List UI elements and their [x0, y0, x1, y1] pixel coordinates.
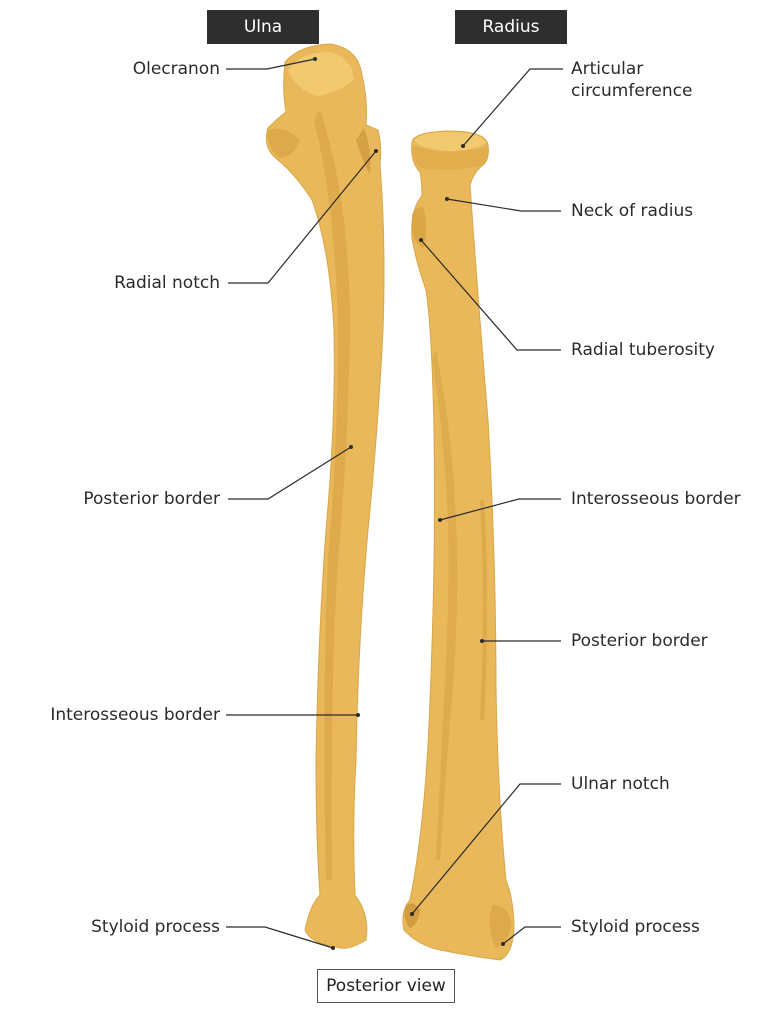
leader-radial-notch	[228, 150, 377, 284]
label-radius-styloid-process: Styloid process	[571, 917, 700, 937]
dot-radius-posterior-border	[480, 639, 484, 643]
label-articular-circumference-line2: circumference	[571, 81, 693, 101]
leader-dots	[313, 57, 505, 950]
label-articular-circumference: Articular circumference	[571, 58, 692, 102]
radius-head-band	[412, 145, 489, 170]
dot-radius-styloid-process	[501, 942, 505, 946]
ulna-olecranon-highlight	[288, 52, 354, 96]
radius-header: Radius	[455, 10, 567, 44]
ulna-header: Ulna	[207, 10, 319, 44]
label-ulna-posterior-border: Posterior border	[83, 489, 220, 509]
label-neck-of-radius: Neck of radius	[571, 201, 694, 221]
leader-lines	[226, 58, 563, 949]
dot-radial-notch	[374, 149, 378, 153]
leader-articular-circumference	[462, 68, 563, 147]
dot-olecranon	[313, 57, 317, 61]
radius-bone	[402, 130, 515, 961]
leader-ulnar-notch	[411, 783, 561, 915]
ulna-shape	[265, 43, 385, 949]
label-radial-tuberosity: Radial tuberosity	[571, 340, 715, 360]
dot-ulna-styloid-process	[331, 946, 335, 950]
radius-shape	[402, 130, 515, 961]
ulna-notch-shadow	[356, 128, 371, 175]
leader-radius-interosseous-border	[439, 498, 561, 521]
dot-ulna-posterior-border	[349, 445, 353, 449]
radius-border-shadow	[480, 500, 487, 720]
label-ulna-interosseous-border: Interosseous border	[50, 705, 220, 725]
label-radial-notch: Radial notch	[114, 273, 220, 293]
dot-radius-interosseous-border	[438, 518, 442, 522]
label-ulnar-notch: Ulnar notch	[571, 774, 670, 794]
dot-ulna-interosseous-border	[356, 713, 360, 717]
radius-styloid-shadow	[489, 905, 512, 948]
dot-neck-of-radius	[445, 197, 449, 201]
radius-shaft-shadow	[432, 350, 458, 860]
leader-ulna-posterior-border	[228, 446, 352, 500]
leader-neck-of-radius	[446, 198, 561, 212]
radius-tuberosity	[412, 207, 426, 248]
dot-radial-tuberosity	[419, 238, 423, 242]
leader-radius-styloid-process	[502, 926, 561, 945]
label-olecranon: Olecranon	[132, 59, 220, 79]
ulna-head-shadow	[267, 128, 300, 158]
ulna-shaft-shadow	[314, 110, 350, 880]
label-ulna-styloid-process: Styloid process	[91, 917, 220, 937]
label-radius-interosseous-border: Interosseous border	[571, 489, 741, 509]
radius-head-top	[414, 132, 486, 151]
leader-radial-tuberosity	[420, 239, 561, 351]
view-caption: Posterior view	[317, 969, 455, 1003]
leader-ulna-styloid-process	[226, 926, 334, 949]
ulna-bone	[265, 43, 385, 949]
label-radius-posterior-border: Posterior border	[571, 631, 708, 651]
leader-olecranon	[226, 58, 316, 70]
label-articular-circumference-line1: Articular	[571, 59, 644, 79]
dot-articular-circumference	[461, 144, 465, 148]
dot-ulnar-notch	[410, 912, 414, 916]
